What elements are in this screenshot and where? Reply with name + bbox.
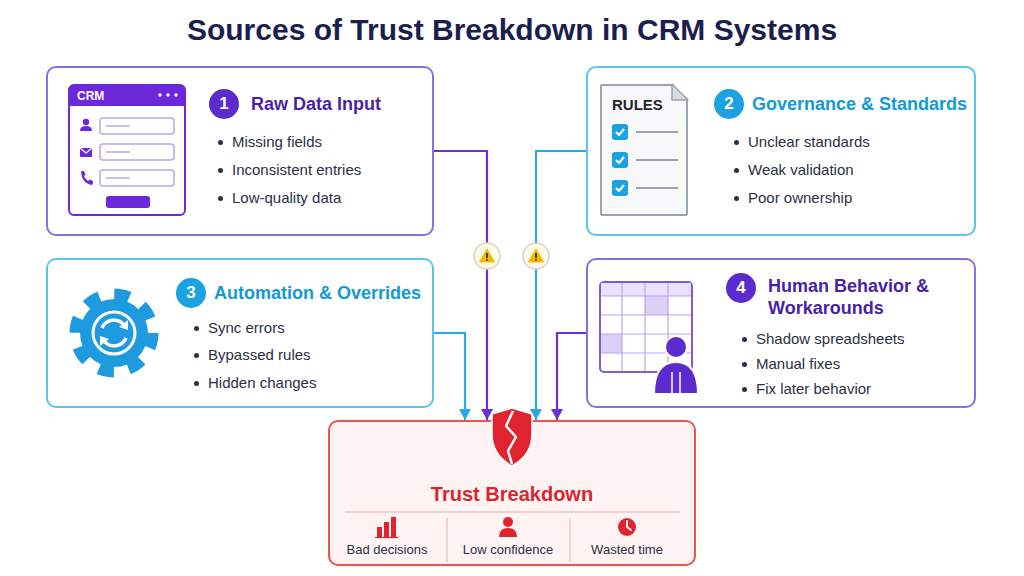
bullet-item: Sync errors: [190, 318, 285, 338]
connector-arrow: [434, 151, 493, 420]
impact-item: Bad decisions: [332, 542, 442, 558]
source-card: Automation & OverridesSync errorsBypasse…: [46, 258, 434, 408]
callout-number: 3: [176, 278, 206, 308]
step-badge: 4: [726, 273, 756, 303]
connector-line: [536, 151, 586, 420]
bullet-item: Low-quality data: [214, 188, 341, 208]
connector-line: [557, 333, 586, 420]
card-heading: Governance & Standards: [752, 92, 967, 116]
bullet-item: Bypassed rules: [190, 345, 311, 365]
arrow-head: [551, 409, 563, 420]
source-card: Human Behavior & WorkaroundsShadow sprea…: [586, 258, 976, 408]
connector-line: [434, 333, 465, 420]
connector-arrow: [434, 333, 471, 420]
bullet-item: Poor ownership: [730, 188, 852, 208]
impact-item: Low confidence: [453, 542, 563, 558]
step-badge: 3: [176, 278, 206, 308]
connector-arrow: [551, 333, 586, 420]
source-card: Governance & StandardsUnclear standardsW…: [586, 66, 976, 236]
warning-icon: [529, 249, 544, 262]
bullet-item: Shadow spreadsheets: [738, 329, 904, 349]
step-badge: 1: [209, 89, 239, 119]
bullet-item: Manual fixes: [738, 354, 840, 374]
crm-window: CRM: [68, 84, 186, 216]
document-title: RULES: [612, 96, 663, 114]
card-heading: Raw Data Input: [251, 92, 381, 116]
bullet-item: Fix later behavior: [738, 379, 871, 399]
bullet-item: Weak validation: [730, 160, 854, 180]
connector-arrow: [530, 151, 586, 420]
arrow-head: [481, 409, 493, 420]
window-title: CRM: [77, 88, 104, 104]
rules-document: RULES: [600, 84, 688, 216]
warning-icon: [523, 243, 549, 269]
callout-number: 1: [209, 89, 239, 119]
result-heading: Trust Breakdown: [330, 482, 694, 506]
arrow-head: [459, 409, 471, 420]
connector-line: [434, 151, 487, 420]
warning-icon: [523, 243, 549, 269]
callout-number: 4: [726, 273, 756, 303]
impact-item: Wasted time: [572, 542, 682, 558]
warning-icon: [486, 253, 488, 258]
arrow-head: [530, 409, 542, 420]
result-box: Trust BreakdownBad decisions Low confiden…: [328, 420, 696, 566]
warning-icon: [474, 243, 500, 269]
warning-icon: [474, 243, 500, 269]
warning-icon: [486, 259, 488, 261]
callout-number: 2: [714, 89, 744, 119]
bullet-item: Hidden changes: [190, 373, 316, 393]
warning-icon: [480, 249, 495, 262]
warning-icon: [535, 253, 537, 258]
source-card: Raw Data InputMissing fieldsInconsistent…: [46, 66, 434, 236]
diagram-title: Sources of Trust Breakdown in CRM System…: [0, 10, 1024, 50]
bullet-item: Unclear standards: [730, 132, 870, 152]
bullet-item: Inconsistent entries: [214, 160, 361, 180]
card-heading: Human Behavior & Workarounds: [768, 275, 953, 319]
bullet-item: Missing fields: [214, 132, 322, 152]
card-heading: Automation & Overrides: [214, 281, 421, 305]
step-badge: 2: [714, 89, 744, 119]
warning-icon: [535, 259, 537, 261]
